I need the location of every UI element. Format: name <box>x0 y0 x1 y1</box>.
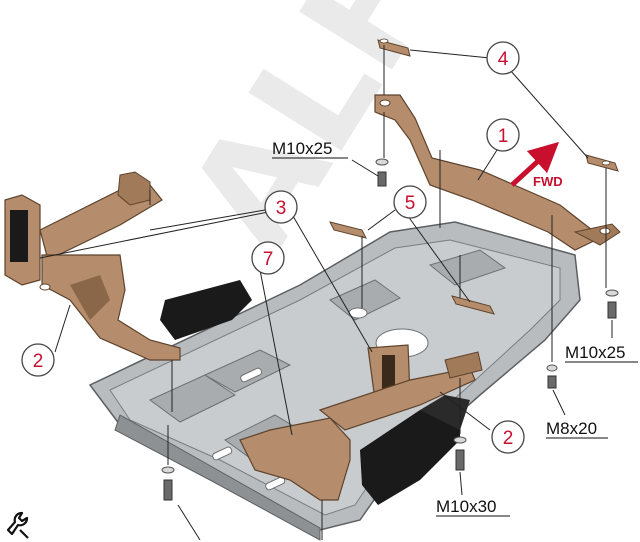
front-bracket-center <box>318 344 483 431</box>
wrench-logo-icon <box>6 511 29 539</box>
bolt-m10x25-right <box>605 289 619 319</box>
fwd-label: FWD <box>533 174 563 189</box>
fwd-indicator: FWD <box>510 141 563 189</box>
bolt-label-m8x20: M8x20 <box>546 419 597 438</box>
callout-4-label: 4 <box>498 49 509 70</box>
bolt-m10x30 <box>453 436 467 471</box>
leader-lines <box>39 49 613 541</box>
callout-4: 4 <box>486 41 520 75</box>
bolt-m10x25-top <box>375 158 389 187</box>
front-bracket-left <box>4 171 181 361</box>
plate-4-right <box>585 154 619 172</box>
bolt-label-m10x25-top: M10x25 <box>272 139 332 158</box>
rear-bracket <box>374 94 621 251</box>
plate-4-top <box>377 38 411 57</box>
bolt-m8x20 <box>546 364 558 389</box>
bolt-label-m10x30: M10x30 <box>436 497 496 516</box>
callout-1-label: 1 <box>498 126 509 147</box>
support-plate-7 <box>239 417 351 501</box>
callout-2-right: 2 <box>491 420 525 454</box>
plate-5-left <box>329 221 367 239</box>
callout-2-left-label: 2 <box>33 351 44 372</box>
callout-2-left: 2 <box>21 343 55 377</box>
assembly-lines <box>149 45 607 540</box>
callout-1: 1 <box>486 118 520 152</box>
callout-3: 3 <box>264 190 298 224</box>
callout-5: 5 <box>393 185 427 219</box>
bolt-label-m10x25-right: M10x25 <box>565 343 625 362</box>
callout-3-label: 3 <box>276 198 287 219</box>
callout-7: 7 <box>251 241 285 275</box>
callout-5-label: 5 <box>405 193 416 214</box>
plate-5-right <box>451 295 495 315</box>
plate-shadows <box>160 280 470 505</box>
callout-2-right-label: 2 <box>503 428 514 449</box>
callout-7-label: 7 <box>263 249 274 270</box>
bolt-bottom-left <box>161 466 175 501</box>
